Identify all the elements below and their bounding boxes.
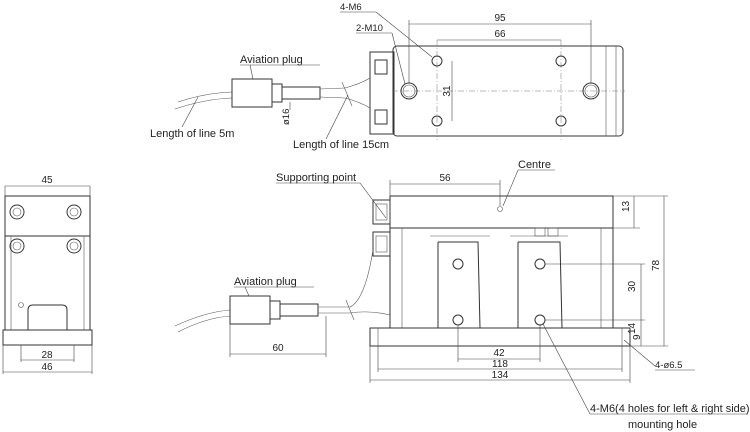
centre-mark [497, 206, 503, 212]
front-m6-hole [534, 314, 546, 326]
top-view-plug-nut-lower [374, 109, 388, 125]
front-m6-hole [534, 258, 546, 270]
label-2-m10: 2-M10 [356, 23, 383, 34]
left-view-base [2, 329, 93, 346]
dim-d16: ø16 [281, 109, 292, 125]
front-view-base [369, 327, 631, 347]
label-aviation-plug-top: Aviation plug [240, 54, 303, 66]
label-centre: Centre [518, 159, 551, 171]
label-4-m6-top: 4-M6 [340, 2, 362, 13]
aviation-plug-top [231, 78, 273, 108]
top-view-plug-nut-upper [374, 59, 388, 75]
dim-134: 134 [492, 370, 509, 381]
label-supporting-point: Supporting point [276, 172, 356, 184]
left-view-bolt [66, 238, 82, 254]
front-view-leg-left [437, 241, 481, 329]
front-view: 56 Centre Supporting point 13 78 30 14 9… [276, 159, 750, 431]
aviation-plug-bottom [229, 295, 271, 325]
dim-66: 66 [494, 29, 506, 40]
label-line-5m: Length of line 5m [150, 128, 234, 140]
m6-hole [431, 115, 443, 127]
top-view: 95 66 31 4-M6 2-M10 [340, 2, 625, 140]
left-view-bolt [9, 204, 25, 220]
dim-56: 56 [439, 173, 451, 184]
front-view-body [389, 227, 614, 329]
dim-95: 95 [494, 13, 506, 24]
m6-hole [555, 55, 567, 67]
dim-28: 28 [41, 350, 53, 361]
dim-78: 78 [651, 259, 662, 271]
left-view-bolt [66, 204, 82, 220]
front-view-top-plate [389, 195, 614, 229]
front-m6-hole [452, 258, 464, 270]
bottom-cable-assembly: Aviation plug 60 [174, 249, 391, 357]
dim-45: 45 [41, 175, 53, 186]
dim-13: 13 [621, 200, 632, 212]
dim-60: 60 [272, 343, 284, 354]
dim-42: 42 [493, 348, 505, 359]
dim-9: 9 [632, 334, 643, 340]
m6-hole [431, 55, 443, 67]
dim-30: 30 [627, 280, 638, 292]
left-end-view: 45 28 46 [2, 175, 93, 374]
front-m6-hole [452, 314, 464, 326]
dim-118: 118 [492, 359, 508, 370]
top-cable-assembly: Aviation plug Length of line 5m ø16 Leng… [150, 54, 389, 151]
label-mounting-hole: mounting hole [628, 419, 697, 431]
label-line-15cm: Length of line 15cm [293, 139, 389, 151]
m6-hole [555, 115, 567, 127]
label-m6-holes: 4-M6(4 holes for left & right side) [590, 403, 750, 415]
front-view-leg-right [517, 241, 563, 329]
front-plug-nut-lower [372, 231, 391, 257]
dim-31: 31 [442, 85, 453, 97]
dim-14: 14 [627, 322, 638, 334]
label-aviation-plug-bottom: Aviation plug [234, 276, 297, 288]
dim-46: 46 [41, 362, 53, 373]
top-view-plug-bracket [369, 51, 395, 135]
left-view-bolt [9, 238, 25, 254]
label-hole-dia: 4-ø6.5 [655, 360, 682, 371]
